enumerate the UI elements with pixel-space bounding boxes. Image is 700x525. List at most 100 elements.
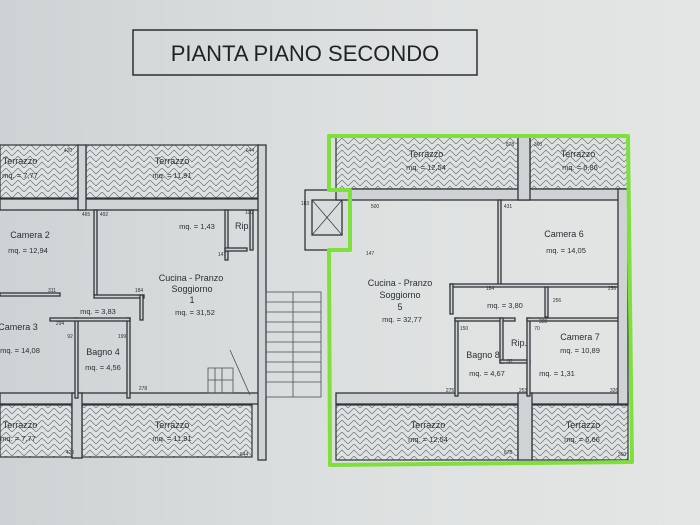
room-bagno-8: Bagno 8 mq. = 4,67	[466, 350, 505, 378]
room-rip-1: Rip.mq. = 1,43	[179, 221, 251, 231]
dimension-label: 420	[66, 450, 75, 456]
room-bagno-4: Bagno 4 mq. = 4,56	[85, 347, 121, 372]
room-label-text: Rip.	[511, 338, 527, 348]
room-label-text: mq. = 11,91	[152, 171, 191, 180]
terrace-tl1	[0, 144, 79, 199]
room-label-text: mq. = 4,67	[469, 369, 505, 378]
dimension-label: 150	[460, 326, 469, 332]
room-label-text: Terrazzo	[155, 420, 190, 430]
dimension-label: 644	[246, 148, 255, 154]
dimension-label: 147	[218, 252, 227, 258]
dimension-label: 100	[245, 210, 254, 216]
room-label-text: Terrazzo	[561, 149, 596, 159]
room-label-text: Terrazzo	[3, 420, 38, 430]
dimension-label: 420	[64, 148, 73, 154]
dimension-label: 256	[553, 298, 562, 304]
walls	[0, 136, 629, 461]
room-label-text: Camera 3	[0, 322, 38, 332]
room-label-text: Soggiorno	[379, 290, 420, 300]
dimension-label: 644	[240, 452, 249, 458]
dimension-label: 92	[67, 334, 73, 340]
room-camera-3: Camera 3 mq. = 14,08	[0, 322, 40, 355]
dimension-label: 311	[48, 288, 56, 294]
room-label-text: 1	[189, 295, 194, 305]
dimension-label: 256	[608, 286, 617, 292]
dimension-label: 184	[486, 286, 495, 292]
dimension-label: 183	[301, 201, 310, 207]
room-terrace-tr1: Terrazzo mq. = 12,54	[406, 149, 446, 172]
dimension-labels: 420 644 465 492 100 147 183 311 184 294 …	[48, 142, 626, 458]
terrace-bl2	[81, 404, 253, 458]
dimension-label: 275	[446, 388, 455, 394]
room-label-text: mq. = 12,54	[406, 163, 446, 172]
room-label-text: mq. = 32,77	[382, 315, 422, 324]
room-camera-6: Camera 6 mq. = 14,05	[544, 229, 586, 255]
dimension-label: 184	[135, 288, 144, 294]
room-terrace-tl1: Terrazzo mq. = 7,77	[2, 156, 38, 180]
room-label-text: Camera 2	[10, 230, 50, 240]
title-box	[132, 29, 478, 76]
room-disimpegno-5: mq. = 3,80	[487, 301, 523, 310]
room-label-text: Terrazzo	[155, 156, 190, 166]
room-label-text: Terrazzo	[3, 156, 38, 166]
room-camera-2: Camera 2 mq. = 12,94	[8, 230, 50, 255]
room-label-text: Cucina - Pranzo	[368, 278, 433, 288]
room-terrace-tl2: Terrazzo mq. = 11,91	[152, 156, 191, 180]
dimension-label: 465	[82, 212, 91, 218]
room-label-text: mq. = 3,83	[80, 307, 116, 316]
room-label-text: mq. = 14,05	[546, 246, 586, 255]
room-label-text: Terrazzo	[411, 420, 446, 430]
terrace-br2	[531, 404, 629, 461]
room-label-text: Camera 7	[560, 332, 600, 342]
dimension-label: 360	[534, 142, 543, 148]
room-label-text: Bagno 4	[86, 347, 120, 357]
room-disimpegno-1: mq. = 3,83	[80, 307, 116, 316]
room-label-text: mq. = 4,56	[85, 363, 121, 372]
dimension-label: 492	[100, 212, 109, 218]
room-terrace-bl2: Terrazzo mq. = 11,91	[152, 420, 191, 443]
room-label-text: Bagno 8	[466, 350, 500, 360]
dimension-label: 253	[519, 388, 528, 394]
room-label-text: mq. = 10,89	[560, 346, 600, 355]
room-label-text: mq. = 14,08	[0, 346, 40, 355]
room-label-text: mq. = 1,31	[539, 369, 575, 378]
room-label-text: Terrazzo	[409, 149, 444, 159]
room-label-text: Soggiorno	[171, 284, 212, 294]
dimension-label: 500	[371, 204, 380, 210]
dimension-label: 147	[366, 251, 375, 257]
room-label-text: Camera 6	[544, 229, 584, 239]
room-label-text: mq. = 11,91	[152, 434, 191, 443]
plan-title: PIANTA PIANO SECONDO	[171, 41, 440, 66]
dimension-label: 326	[610, 388, 619, 394]
room-label-text: mq. = 3,80	[487, 301, 523, 310]
room-label-text: Rip.	[235, 221, 251, 231]
dimension-label: 70	[534, 326, 540, 332]
room-camera-7: Camera 7 mq. = 10,89	[560, 332, 600, 355]
dimension-label: 278	[139, 386, 148, 392]
terraces	[0, 136, 629, 461]
dimension-label: 431	[504, 204, 513, 210]
dimension-label: 92	[507, 359, 513, 365]
dimension-label: 878	[504, 450, 513, 456]
room-label-text: mq. = 12,54	[408, 435, 448, 444]
room-terrace-br1: Terrazzo mq. = 12,54	[408, 420, 448, 444]
room-label-text: Cucina - Pranzo	[159, 273, 224, 283]
staircase	[207, 291, 322, 398]
unit-5-highlight	[327, 134, 634, 467]
dimension-label: 294	[56, 321, 65, 327]
dimension-label: 360	[618, 452, 627, 458]
room-rip-5: Rip. mq. = 1,31	[511, 338, 575, 378]
room-label-text: 5	[397, 302, 402, 312]
room-label-text: mq. = 7,77	[2, 171, 38, 180]
dimension-label: 328	[539, 319, 548, 325]
terrace-bl1	[0, 404, 73, 458]
dimension-label: 199	[118, 334, 127, 340]
room-label-text: Terrazzo	[566, 420, 601, 430]
room-label-text: mq. = 12,94	[8, 246, 48, 255]
